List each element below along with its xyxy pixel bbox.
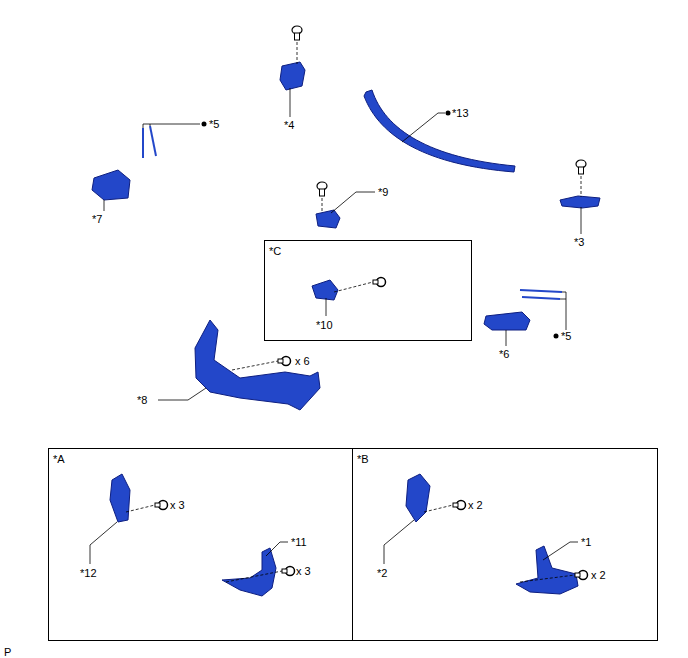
callout-dots bbox=[202, 111, 559, 339]
callout-number: *5 bbox=[209, 118, 219, 131]
callout-number: P bbox=[4, 646, 11, 658]
quantity-note: x 6 bbox=[295, 355, 310, 368]
leader-lines bbox=[90, 88, 581, 564]
inset-box: *A bbox=[48, 448, 353, 641]
part-shapes bbox=[92, 62, 600, 596]
inset-letter: *C bbox=[269, 245, 281, 258]
callout-number: *6 bbox=[499, 348, 509, 361]
callout-number: *9 bbox=[378, 186, 388, 199]
inset-letter: *A bbox=[53, 453, 65, 466]
callout-number: *4 bbox=[284, 119, 294, 132]
inset-letter: *B bbox=[357, 453, 369, 466]
callout-number: *8 bbox=[137, 394, 147, 407]
dashed-guides bbox=[126, 42, 581, 582]
inset-box: *B bbox=[352, 448, 658, 641]
inset-box: *C bbox=[264, 240, 472, 341]
bracket-strips bbox=[143, 126, 562, 299]
callout-number: *7 bbox=[92, 213, 102, 226]
quantity-note: x 2 bbox=[591, 569, 606, 582]
callout-number: *3 bbox=[574, 236, 584, 249]
callout-number: *1 bbox=[581, 536, 591, 549]
callout-number: *5 bbox=[561, 330, 571, 343]
callout-number: *11 bbox=[291, 536, 307, 549]
callout-number: *12 bbox=[80, 567, 97, 580]
quantity-note: x 3 bbox=[296, 565, 311, 578]
fasteners bbox=[155, 26, 588, 580]
callout-number: *10 bbox=[316, 319, 333, 332]
callout-number: *13 bbox=[452, 107, 469, 120]
quantity-note: x 3 bbox=[170, 499, 185, 512]
quantity-note: x 2 bbox=[468, 499, 483, 512]
callout-number: *2 bbox=[377, 567, 387, 580]
